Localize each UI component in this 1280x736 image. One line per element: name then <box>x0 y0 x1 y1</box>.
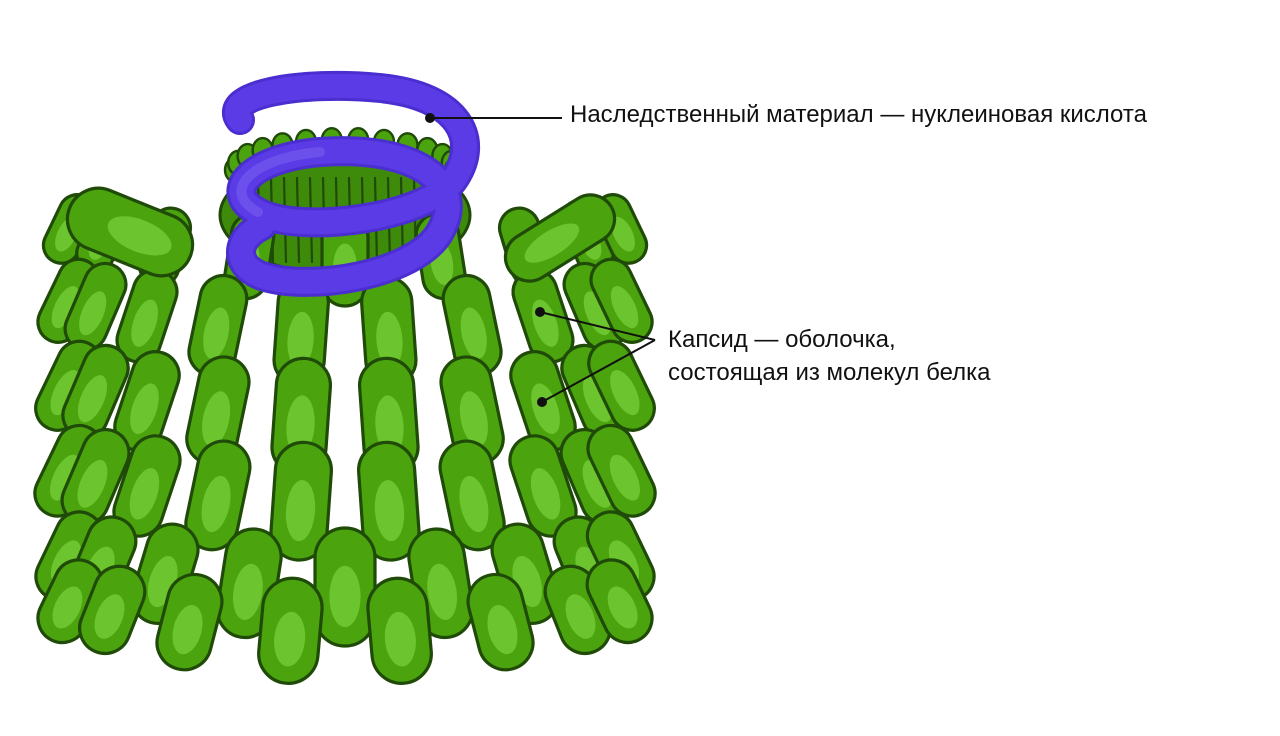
label-nucleic-acid: Наследственный материал — нуклеиновая ки… <box>570 101 1147 128</box>
capsid-protein-subunit <box>585 558 654 645</box>
capsid-protein-subunit <box>586 423 657 518</box>
leader-capsid-upper <box>535 307 656 341</box>
capsid-protein-subunit <box>313 526 377 648</box>
capsid-protein-subunit <box>441 273 503 377</box>
label-capsid: Капсид — оболочка, состоящая из молекул … <box>668 323 991 389</box>
capsid-protein-subunit <box>155 572 224 672</box>
capsid-protein-subunit <box>78 564 147 656</box>
capsid-protein-subunit <box>587 339 656 432</box>
capsid-protein-subunit <box>65 186 195 278</box>
capsid-protein-subunit <box>438 439 506 552</box>
capsid-protein-subunit <box>113 350 181 452</box>
leader-capsid-lower <box>537 339 656 407</box>
capsid-protein-subunit <box>184 439 252 552</box>
leader-nucleic-acid <box>425 113 562 123</box>
capsid-protein-subunit <box>112 434 182 538</box>
label-capsid-line-2: состоящая из молекул белка <box>668 359 991 386</box>
label-capsid-line-1: Капсид — оболочка, <box>668 326 896 353</box>
capsid-protein-subunit <box>257 576 324 685</box>
capsid-protein-subunit <box>60 428 131 526</box>
capsid-protein-subunit <box>357 440 421 562</box>
capsid-protein-subunit <box>187 273 249 377</box>
capsid-protein-subunit <box>366 576 433 685</box>
capsid-protein-subunit <box>508 434 578 538</box>
capsid-protein-subunit <box>272 275 330 387</box>
nucleic-acid-helix <box>222 70 481 297</box>
capsid-protein-subunit <box>589 257 654 344</box>
capsid-protein-subunit <box>466 572 535 672</box>
leader-lines <box>425 113 656 407</box>
capsid-protein-subunit <box>503 193 617 283</box>
capsid-protein-subunit <box>269 440 333 562</box>
